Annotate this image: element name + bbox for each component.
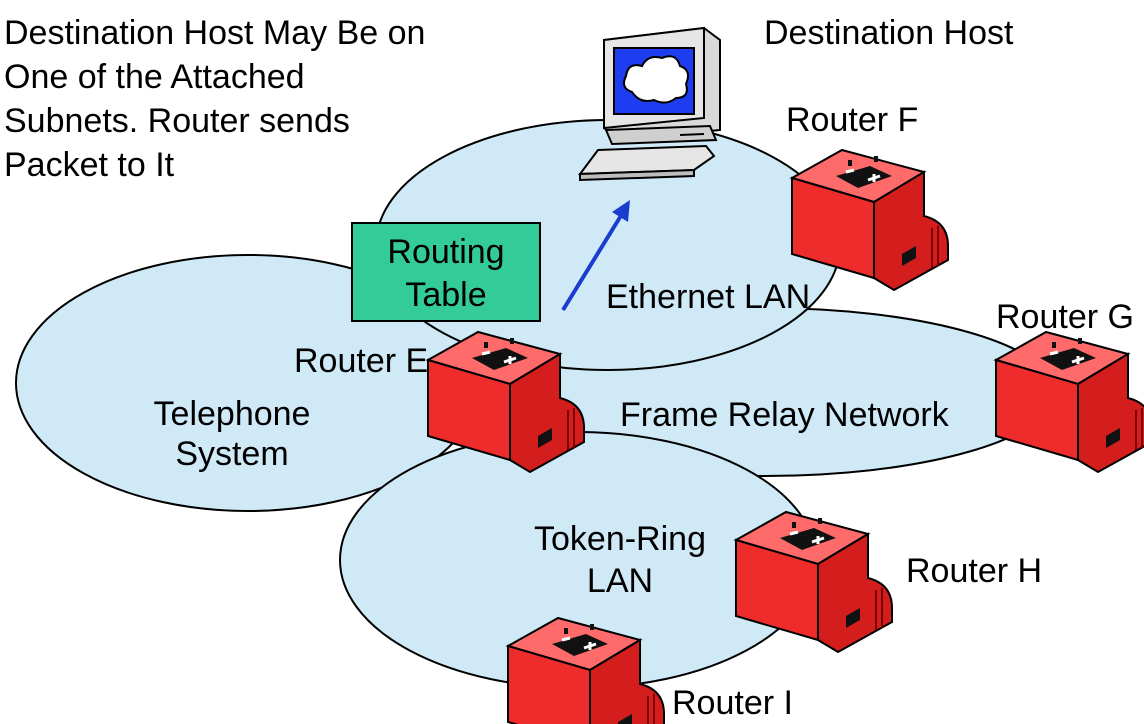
routing-table-label-line2: Table [405,276,486,314]
telephone-label-line2: System [175,435,288,473]
telephone-label-line1: Telephone [154,395,311,433]
router-e-label: Router E [294,342,428,380]
caption-line-3: Subnets. Router sends [4,102,350,140]
router-g-label: Router G [996,298,1134,336]
caption-line-1: Destination Host May Be on [4,14,425,52]
destination-host-label: Destination Host [764,14,1014,52]
token-ring-label-line2: LAN [587,562,653,600]
packet-arrow [561,200,630,312]
router-f-label: Router F [786,101,918,139]
token-ring-label-line1: Token-Ring [534,520,706,558]
routing-table-box [351,222,541,322]
router-h-label: Router H [906,552,1042,590]
routing-table-label-line1: Routing [387,233,504,271]
computer-icon [577,26,721,182]
router-g-icon [994,330,1144,474]
router-i-label: Router I [672,684,793,722]
frame-relay-label: Frame Relay Network [620,396,950,434]
caption-line-2: One of the Attached [4,58,305,96]
ethernet-lan-label: Ethernet LAN [606,278,810,316]
cloud-icon [623,55,689,104]
caption-line-4: Packet to It [4,146,175,184]
